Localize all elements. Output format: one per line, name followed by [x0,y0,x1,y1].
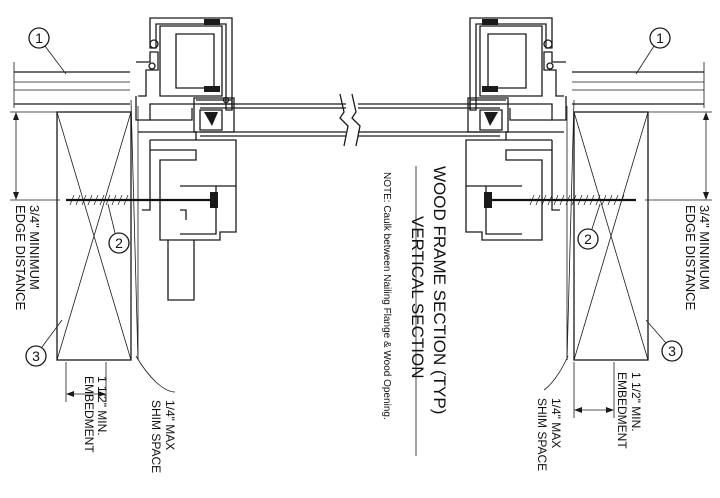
right-jamb-detail: 3/4" MINIMUM EDGE DISTANCE 1 1/2" MIN. E… [465,17,712,471]
right-edge-line2: EDGE DISTANCE [683,205,698,311]
left-fastener-screw [66,192,218,208]
right-frame-profile [465,17,567,241]
left-wall-finish [13,62,130,108]
right-edge-distance-dimension: 3/4" MINIMUM EDGE DISTANCE [645,111,712,311]
svg-text:3: 3 [32,348,40,364]
svg-text:1: 1 [35,30,43,46]
right-shim-line2: SHIM SPACE [535,398,549,471]
svg-text:3: 3 [668,343,676,359]
svg-text:2: 2 [584,231,592,247]
left-wood-buck [56,111,132,361]
left-callout-3: 3 [25,319,63,367]
right-embed-line2: EMBEDMENT [615,372,629,449]
right-shim-dimension: 1/4" MAX SHIM SPACE [535,355,569,471]
left-edge-line2: EDGE DISTANCE [13,205,28,311]
right-edge-line1: 3/4" MINIMUM [697,205,712,290]
left-frame-profile [135,17,237,301]
svg-text:2: 2 [115,235,123,251]
left-jamb-detail: 3/4" MINIMUM EDGE DISTANCE 1 1/2" MIN. E… [10,17,237,473]
left-embedment-dimension: 1 1/2" MIN. EMBEDMENT [65,362,109,453]
right-fastener-screw [484,192,636,208]
right-wall-finish [572,62,705,108]
right-embed-line1: 1 1/2" MIN. [629,372,643,432]
right-shim-line1: 1/4" MAX [549,398,563,448]
right-callout-3: 3 [645,319,683,362]
svg-text:1: 1 [656,30,664,46]
title-block: WOOD FRAME SECTION (TYP) VERTICAL SECTIO… [381,166,449,456]
left-callout-1: 1 [28,27,67,75]
right-callout-1: 1 [635,27,671,75]
left-edge-line1: 3/4" MINIMUM [27,205,42,290]
right-wood-buck [573,111,649,361]
left-embed-line1: 1 1/2" MIN. [95,376,109,436]
title-note: NOTE: Caulk between Nailing Flange & Woo… [381,172,392,420]
left-shim-line2: SHIM SPACE [149,400,163,473]
left-shim-line1: 1/4" MAX [163,400,177,450]
right-embedment-dimension: 1 1/2" MIN. EMBEDMENT [573,362,643,449]
left-shim-dimension: 1/4" MAX SHIM SPACE [135,355,177,473]
title-line2: VERTICAL SECTION [408,216,427,378]
title-line1: WOOD FRAME SECTION (TYP) [430,166,449,414]
right-callout-2: 2 [577,203,601,250]
left-callout-2: 2 [107,203,130,254]
left-edge-distance-dimension: 3/4" MINIMUM EDGE DISTANCE [10,111,60,311]
glass-unit [200,93,500,147]
left-embed-line2: EMBEDMENT [82,376,96,453]
